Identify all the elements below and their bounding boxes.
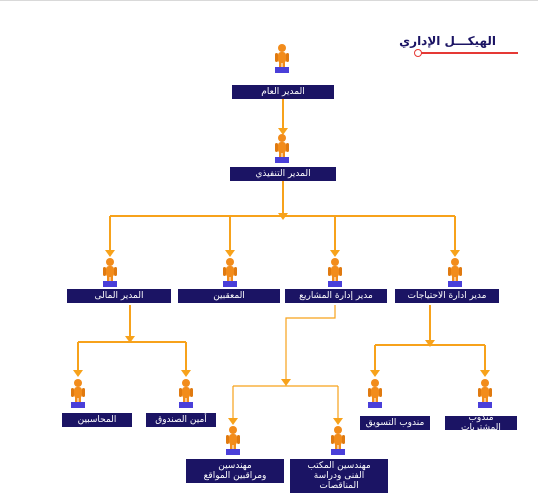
person-on-pedestal-icon (71, 379, 85, 408)
person-on-pedestal-icon (478, 379, 492, 408)
box-site-engineers: مهندسين ومراقبين المواقع (186, 459, 284, 483)
person-on-pedestal-icon (331, 426, 345, 455)
box-finance-manager: المدير المالى (67, 289, 171, 303)
person-on-pedestal-icon (223, 258, 237, 287)
person-on-pedestal-icon (103, 258, 117, 287)
person-on-pedestal-icon (226, 426, 240, 455)
title-underline (418, 52, 518, 54)
box-cashier: أمين الصندوق (146, 413, 216, 427)
top-rule (0, 0, 538, 1)
box-executive-manager: المدير التنفيذي (230, 167, 336, 181)
box-marketing-rep: مندوب التسويق (360, 416, 430, 430)
person-on-pedestal-icon (179, 379, 193, 408)
box-office-engineers: مهندسين المكتب الفنى ودراسة المناقصات (290, 459, 388, 493)
person-on-pedestal-icon (448, 258, 462, 287)
person-on-pedestal-icon (328, 258, 342, 287)
box-general-manager: المدير العام (232, 85, 334, 99)
person-on-pedestal-icon (275, 134, 289, 163)
title-dot (414, 49, 422, 57)
box-projects-manager: مدير إدارة المشاريع (285, 289, 387, 303)
page-title: الهيكـــل الإداري (399, 34, 496, 48)
person-on-pedestal-icon (275, 44, 289, 73)
box-follow-up: المعقبين (178, 289, 280, 303)
box-needs-manager: مدير ادارة الاحتياجات (395, 289, 499, 303)
person-on-pedestal-icon (368, 379, 382, 408)
box-procurement-rep: مندوب المشتريات (445, 413, 517, 433)
box-accountants: المحاسبين (62, 413, 132, 427)
